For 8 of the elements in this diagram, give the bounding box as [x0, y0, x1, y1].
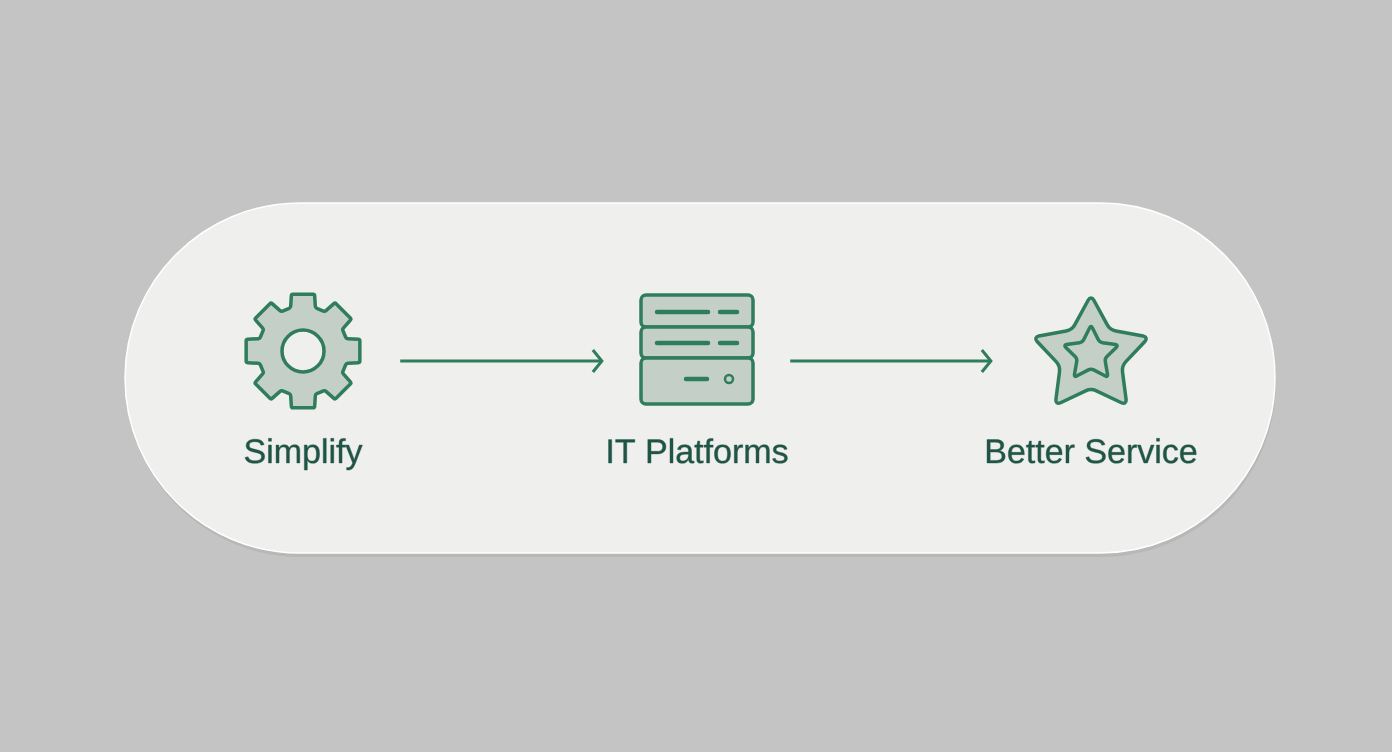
- arrow: [790, 349, 993, 373]
- gear-icon: [244, 292, 362, 410]
- icon-label: IT Platforms: [608, 438, 788, 464]
- star-icon: [1034, 296, 1148, 406]
- icon-label: Better Service: [986, 438, 1197, 464]
- icon-label: Simplify: [245, 438, 363, 471]
- arrow: [400, 349, 604, 373]
- server-icon: [639, 293, 755, 406]
